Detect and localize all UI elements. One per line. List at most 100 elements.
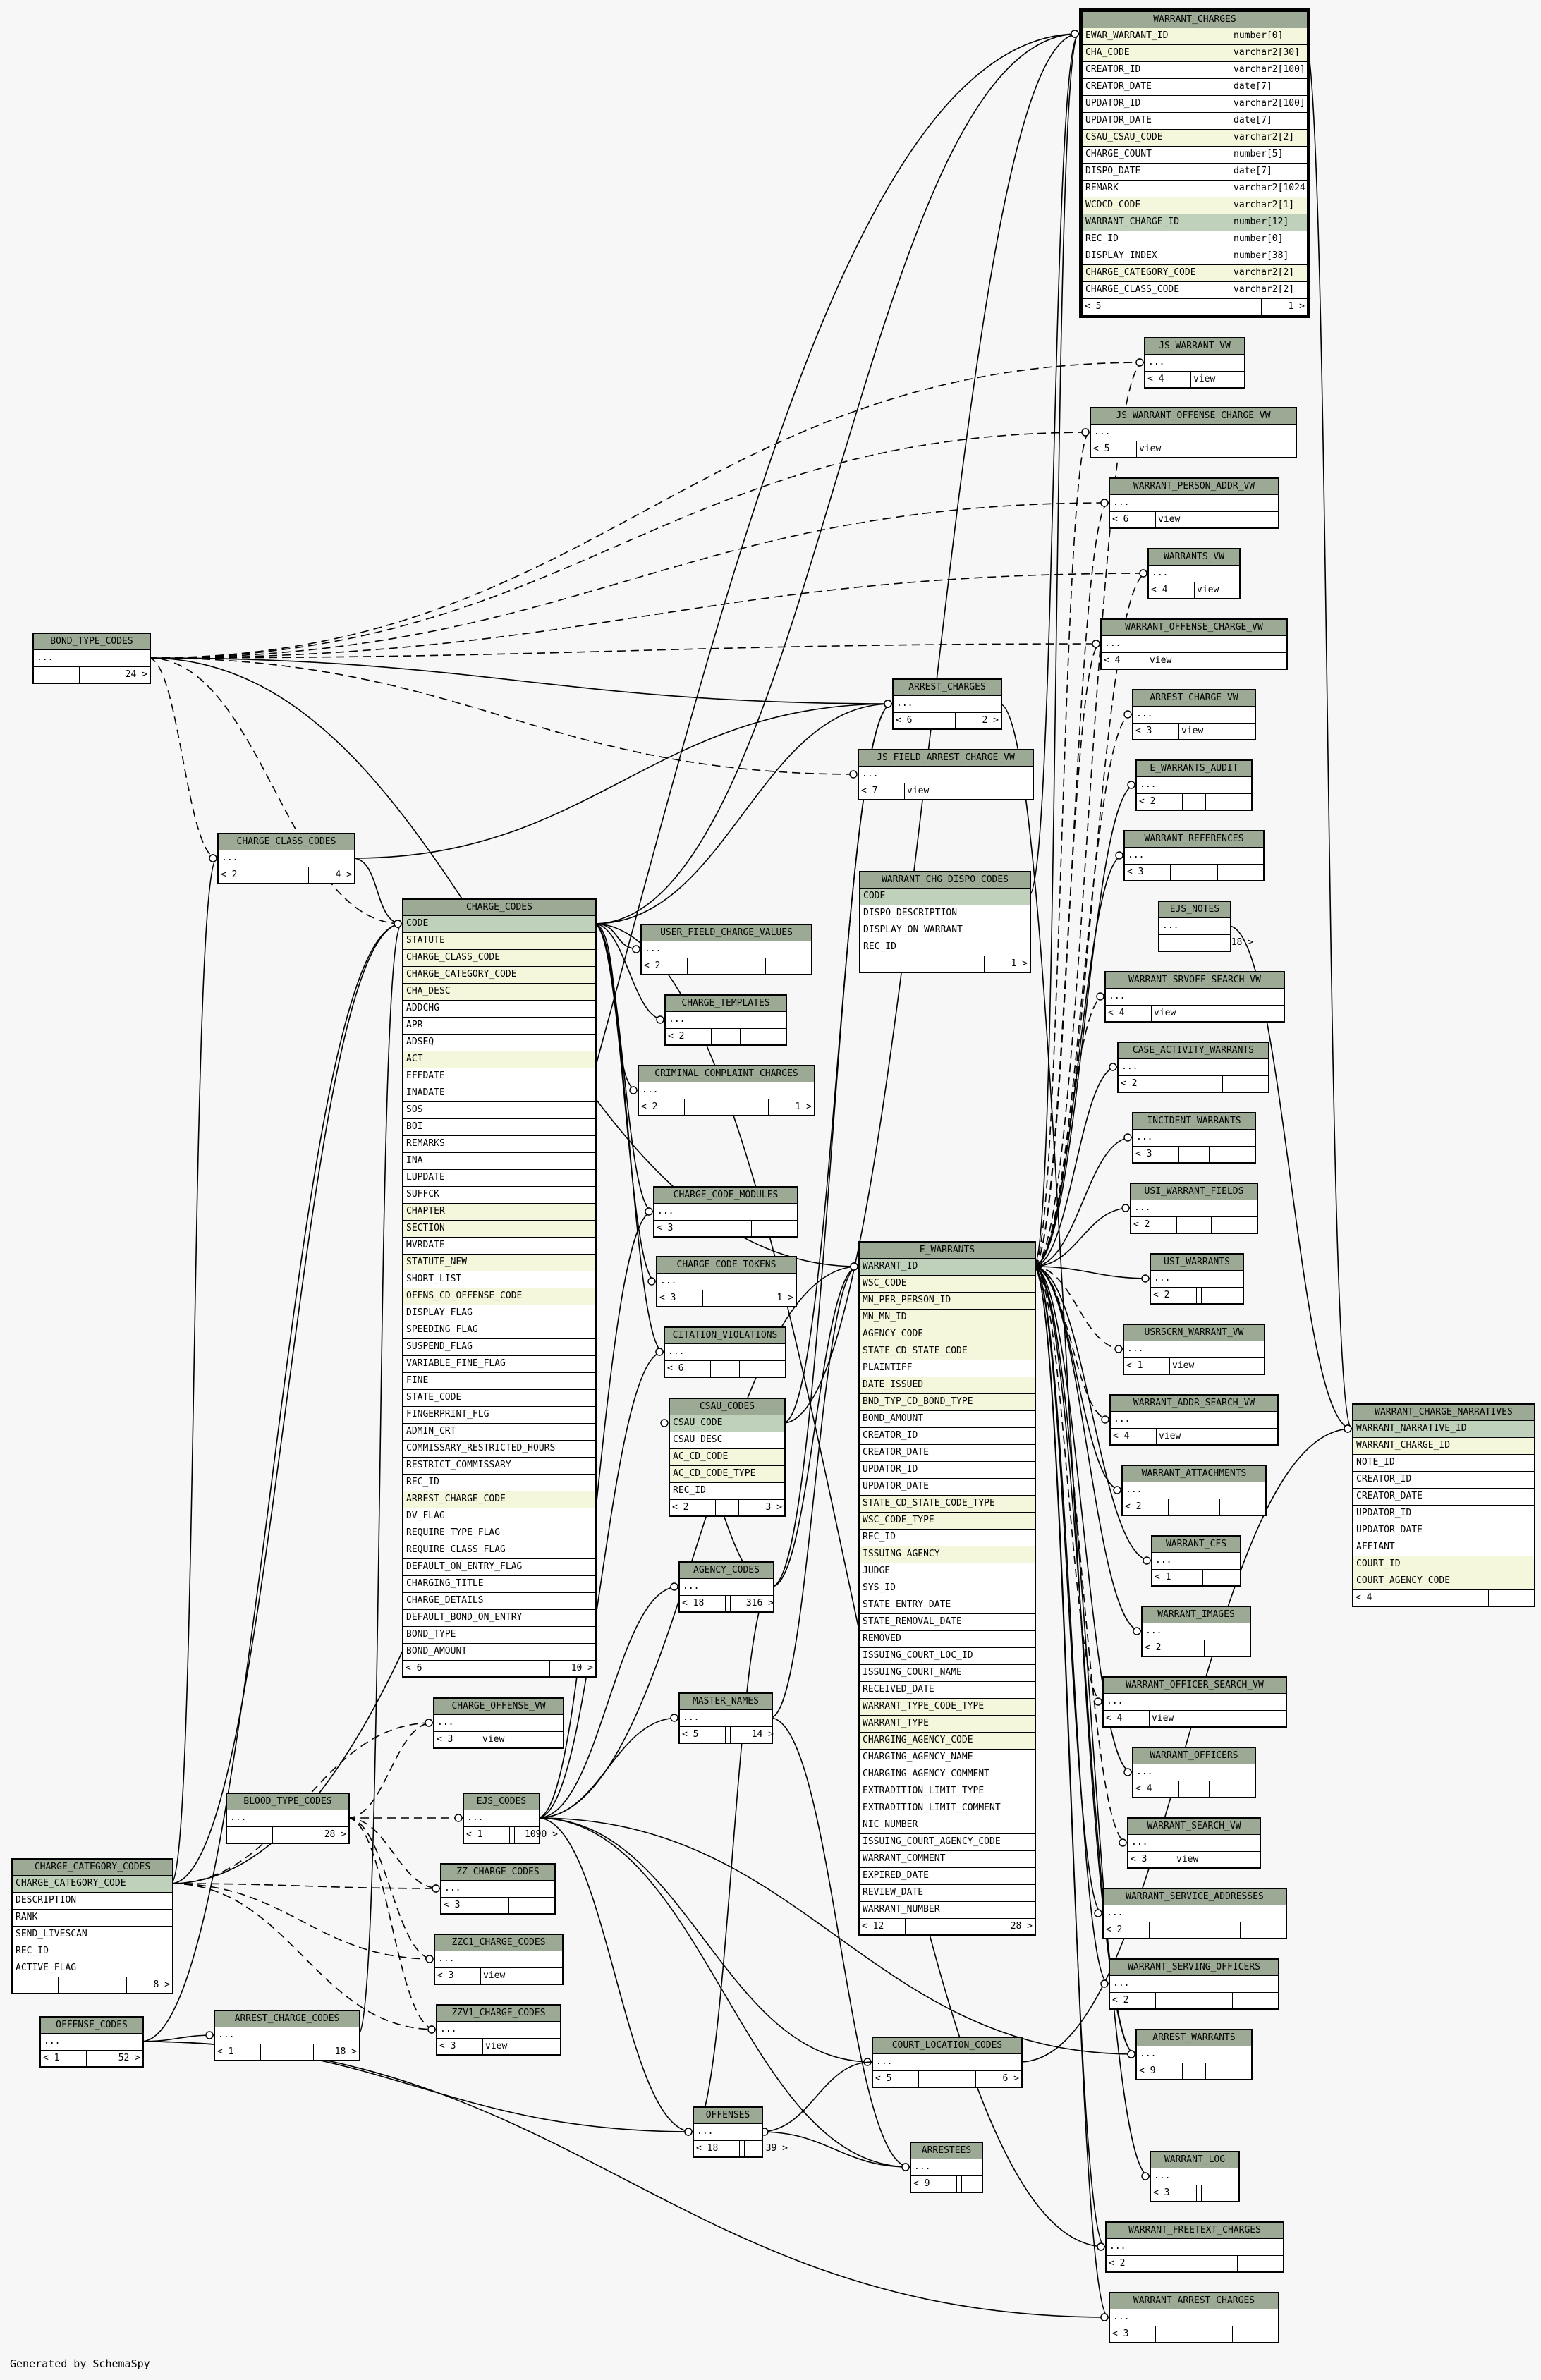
table-e-warrants-audit[interactable]: E_WARRANTS_AUDIT...< 2 (1135, 759, 1253, 811)
column-row[interactable]: ... (464, 1810, 539, 1827)
column-row[interactable]: LUPDATE (403, 1170, 595, 1187)
column-row[interactable]: ... (873, 2054, 1021, 2071)
column-row[interactable]: WARRANT_NARRATIVE_ID (1353, 1421, 1534, 1438)
column-row[interactable]: ... (1128, 1835, 1260, 1852)
column-row[interactable]: STATE_CD_STATE_CODE (860, 1343, 1035, 1360)
table-warrant-references[interactable]: WARRANT_REFERENCES...< 3 (1123, 830, 1265, 881)
column-row[interactable]: ... (1104, 1694, 1286, 1711)
column-row[interactable]: AFFIANT (1353, 1539, 1534, 1556)
table-warrant-images[interactable]: WARRANT_IMAGES...< 2 (1141, 1606, 1251, 1657)
column-row[interactable]: DV_FLAG (403, 1508, 595, 1525)
column-row[interactable]: ... (666, 1012, 786, 1029)
column-row[interactable]: BOND_AMOUNT (403, 1644, 595, 1661)
column-row[interactable]: ISSUING_COURT_AGENCY_CODE (860, 1834, 1035, 1851)
column-row[interactable]: WARRANT_NUMBER (860, 1902, 1035, 1919)
column-row[interactable]: EXTRADITION_LIMIT_TYPE (860, 1783, 1035, 1800)
column-row[interactable]: REC_ID (13, 1943, 172, 1960)
column-row[interactable]: ISSUING_AGENCY (860, 1546, 1035, 1563)
column-row[interactable]: CREATOR_DATE (860, 1445, 1035, 1462)
column-row[interactable]: ... (680, 1579, 773, 1596)
column-row[interactable]: ... (1137, 2046, 1251, 2063)
column-row[interactable]: CREATOR_ID (860, 1428, 1035, 1445)
column-row[interactable]: RANK (13, 1910, 172, 1927)
column-row[interactable]: REMOVED (860, 1631, 1035, 1648)
column-row[interactable]: ... (1125, 848, 1263, 865)
column-row[interactable]: ... (1124, 1341, 1264, 1358)
column-row[interactable]: WSC_CODE_TYPE (860, 1513, 1035, 1530)
column-row[interactable]: CHARGE_DETAILS (403, 1593, 595, 1610)
column-row[interactable]: AGENCY_CODE (860, 1326, 1035, 1343)
column-row[interactable]: ... (435, 1951, 562, 1968)
column-row[interactable]: CHARGING_TITLE (403, 1576, 595, 1593)
column-row[interactable]: ... (654, 1204, 797, 1221)
column-row[interactable]: DEFAULT_BOND_ON_ENTRY (403, 1610, 595, 1627)
column-row[interactable]: CHARGING_AGENCY_COMMENT (860, 1766, 1035, 1783)
column-row[interactable]: ... (694, 2124, 762, 2141)
column-row[interactable]: ... (1149, 566, 1239, 582)
column-row[interactable]: INADATE (403, 1085, 595, 1102)
column-row[interactable]: ... (34, 650, 150, 667)
column-row[interactable]: INA (403, 1153, 595, 1170)
column-row[interactable]: JUDGE (860, 1563, 1035, 1580)
column-row[interactable]: ... (41, 2034, 142, 2051)
table-charge-code-modules[interactable]: CHARGE_CODE_MODULES...< 3 (653, 1186, 798, 1238)
column-row[interactable]: ISSUING_COURT_LOC_ID (860, 1648, 1035, 1665)
column-row[interactable]: ... (219, 850, 354, 867)
column-row[interactable]: BOND_TYPE (403, 1627, 595, 1644)
column-row[interactable]: ... (1110, 2309, 1278, 2326)
column-row[interactable]: ... (894, 696, 1001, 713)
column-row[interactable]: ... (642, 941, 811, 958)
column-row[interactable]: STATUTE_NEW (403, 1255, 595, 1271)
column-row[interactable]: DISPLAY_FLAG (403, 1305, 595, 1322)
column-row[interactable]: ... (1107, 2239, 1283, 2256)
column-row[interactable]: SUSPEND_FLAG (403, 1339, 595, 1356)
column-row[interactable]: REMARKS (403, 1136, 595, 1153)
column-row[interactable]: ACT (403, 1051, 595, 1068)
column-row[interactable]: STATE_REMOVAL_DATE (860, 1614, 1035, 1631)
table-ejs-notes[interactable]: EJS_NOTES...18 > (1158, 901, 1253, 952)
column-row[interactable]: AC_CD_CODE_TYPE (670, 1466, 784, 1483)
table-usi-warrants[interactable]: USI_WARRANTS...< 2 (1150, 1253, 1244, 1305)
column-row[interactable]: ISSUING_COURT_NAME (860, 1665, 1035, 1682)
column-row[interactable]: ... (657, 1274, 796, 1290)
table-incident-warrants[interactable]: INCIDENT_WARRANTS...< 3 (1132, 1112, 1256, 1164)
column-row[interactable]: ... (1104, 1905, 1286, 1922)
table-citation-violations[interactable]: CITATION_VIOLATIONS...< 6 (664, 1326, 786, 1378)
column-row[interactable]: ... (639, 1082, 814, 1099)
column-row[interactable]: CHAPTER (403, 1204, 595, 1221)
column-row[interactable]: ... (1111, 1412, 1277, 1429)
column-row[interactable]: EXTRADITION_LIMIT_COMMENT (860, 1800, 1035, 1817)
column-row[interactable]: COURT_AGENCY_CODE (1353, 1573, 1534, 1590)
column-row[interactable]: DESCRIPTION (13, 1893, 172, 1910)
column-row[interactable]: UPDATOR_DATE (860, 1479, 1035, 1496)
table-warrant-officers[interactable]: WARRANT_OFFICERS...< 4 (1132, 1747, 1256, 1798)
column-row[interactable]: ... (1145, 355, 1244, 372)
column-row[interactable]: VARIABLE_FINE_FLAG (403, 1356, 595, 1373)
column-row[interactable]: ... (1133, 1130, 1255, 1147)
column-row[interactable]: EFFDATE (403, 1068, 595, 1085)
column-row[interactable]: CREATOR_DATE (1353, 1489, 1534, 1506)
column-row[interactable]: ... (1110, 1976, 1278, 1993)
column-row[interactable]: ... (680, 1710, 772, 1727)
